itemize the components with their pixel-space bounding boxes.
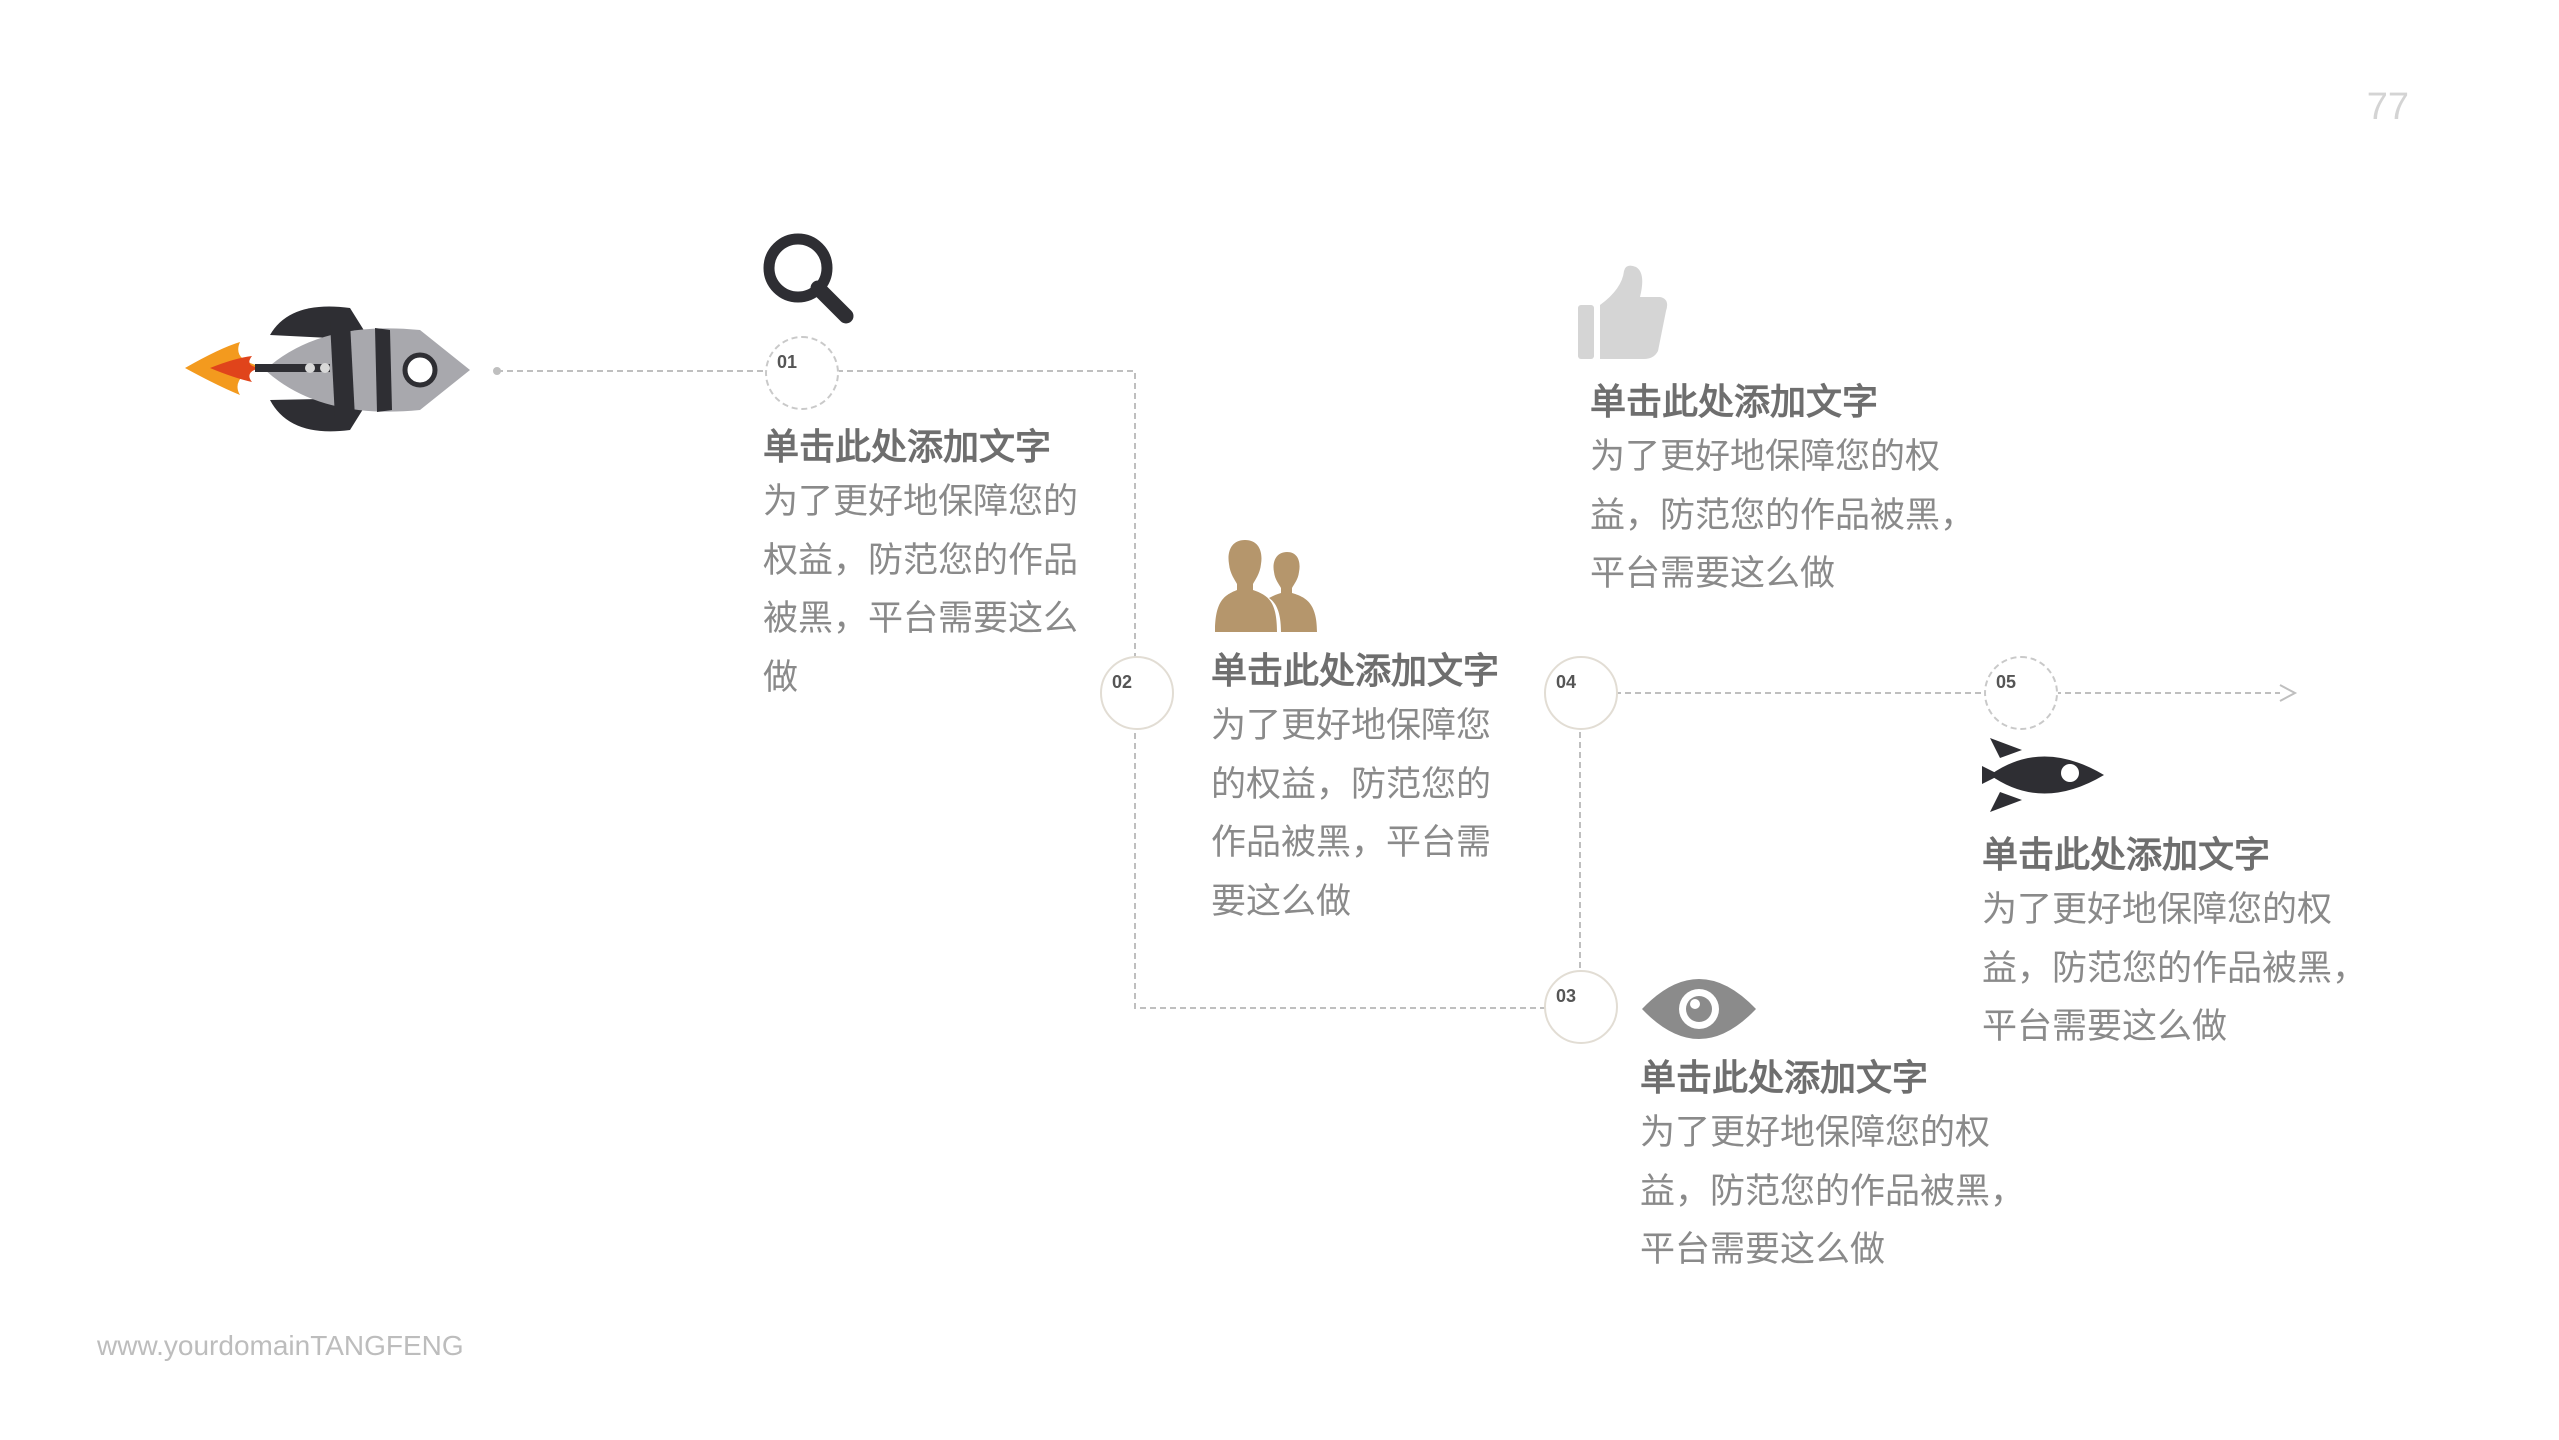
launch-rocket-icon [185, 306, 470, 432]
step-text-04: 单击此处添加文字 为了更好地保障您的权 益，防范您的作品被黑， 平台需要这么做 [1590, 376, 1975, 604]
search-icon [763, 233, 854, 324]
description-line: 为了更好地保障您的权 [1590, 437, 1941, 477]
description-line: 益，防范您的作品被黑， [1982, 948, 2368, 989]
rocket-icon [1982, 738, 2104, 812]
step-description: 为了更好地保障您的权 益，防范您的作品被黑， 平台需要这么做 [1590, 428, 1975, 604]
step-text-05: 单击此处添加文字 为了更好地保障您的权 益，防范您的作品被黑， 平台需要这么做 [1982, 829, 2367, 1057]
eye-icon [1642, 979, 1756, 1039]
step-title: 单击此处添加文字 [1590, 381, 1879, 423]
description-line: 做 [763, 657, 799, 698]
step-number: 02 [1112, 672, 1133, 692]
description-line: 为了更好地保障您的权 [1640, 1113, 1991, 1153]
description-line: 的权益，防范您的 [1211, 764, 1492, 805]
timeline-arrow-head [2279, 684, 2298, 702]
step-text-01: 单击此处添加文字 为了更好地保障您的 权益，防范您的作品 被黑，平台需要这么 做 [763, 421, 1078, 707]
step-node-01: 01 [765, 336, 839, 410]
step-text-02: 单击此处添加文字 为了更好地保障您 的权益，防范您的 作品被黑，平台需 要这么做 [1211, 645, 1499, 931]
step-node-03: 03 [1544, 970, 1618, 1044]
step-description: 为了更好地保障您的权 益，防范您的作品被黑， 平台需要这么做 [1982, 881, 2367, 1057]
description-line: 益，防范您的作品被黑， [1590, 495, 1976, 536]
timeline-start-dot [493, 367, 501, 375]
timeline-path [497, 370, 2280, 1009]
description-line: 平台需要这么做 [1590, 554, 1836, 594]
step-number: 05 [1996, 672, 2017, 692]
users-icon [1215, 540, 1317, 632]
description-line: 要这么做 [1211, 881, 1352, 922]
description-line: 为了更好地保障您的 [763, 482, 1079, 522]
step-number: 01 [777, 352, 798, 372]
step-description: 为了更好地保障您的 权益，防范您的作品 被黑，平台需要这么 做 [763, 473, 1078, 707]
description-line: 平台需要这么做 [1640, 1230, 1886, 1270]
footer-url: www.yourdomainTANGFENG [97, 1330, 464, 1361]
step-title: 单击此处添加文字 [1211, 650, 1500, 692]
step-description: 为了更好地保障您的权 益，防范您的作品被黑， 平台需要这么做 [1640, 1104, 2025, 1280]
page-number: 77 [2366, 86, 2409, 128]
step-node-04: 04 [1544, 656, 1618, 730]
description-line: 益，防范您的作品被黑， [1640, 1171, 2026, 1212]
step-node-05: 05 [1984, 656, 2058, 730]
description-line: 平台需要这么做 [1982, 1007, 2228, 1047]
step-title: 单击此处添加文字 [1640, 1057, 1929, 1099]
description-line: 作品被黑，平台需 [1211, 823, 1492, 863]
step-number: 03 [1556, 986, 1577, 1006]
step-description: 为了更好地保障您 的权益，防范您的 作品被黑，平台需 要这么做 [1211, 697, 1499, 931]
thumbs-up-icon [1578, 265, 1668, 359]
step-node-02: 02 [1100, 656, 1174, 730]
step-title: 单击此处添加文字 [763, 426, 1052, 468]
step-title: 单击此处添加文字 [1982, 834, 2271, 876]
description-line: 为了更好地保障您的权 [1982, 890, 2333, 930]
step-number: 04 [1556, 672, 1577, 692]
description-line: 被黑，平台需要这么 [763, 599, 1079, 639]
description-line: 为了更好地保障您 [1211, 706, 1492, 746]
description-line: 权益，防范您的作品 [763, 540, 1079, 581]
step-text-03: 单击此处添加文字 为了更好地保障您的权 益，防范您的作品被黑， 平台需要这么做 [1640, 1052, 2025, 1280]
